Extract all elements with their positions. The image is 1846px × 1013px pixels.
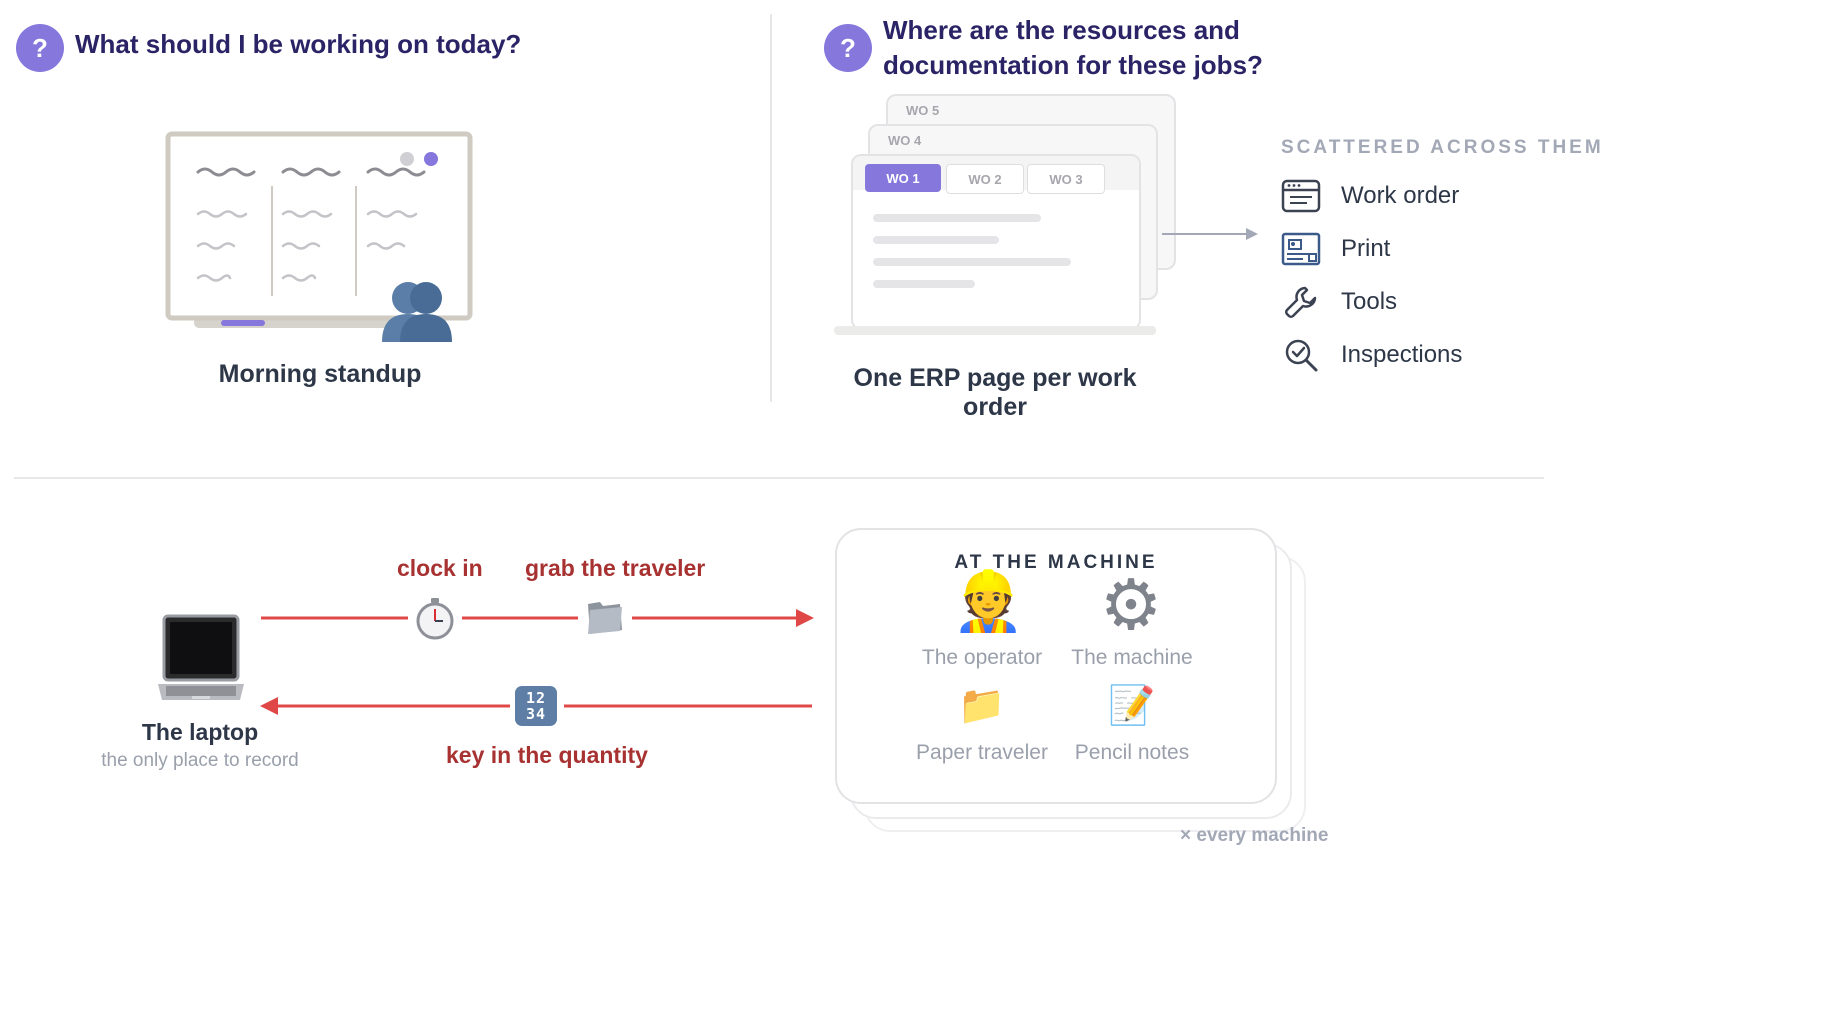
step-clock-in-label: clock in <box>397 555 483 581</box>
step-quantity-label: key in the quantity <box>446 742 648 768</box>
step-traveler-label: grab the traveler <box>525 555 706 581</box>
people-icon <box>382 282 452 342</box>
scattered-title: SCATTERED ACROSS THEM <box>1281 137 1604 158</box>
operator-label: The operator <box>921 646 1043 669</box>
resource-inspections: Inspections <box>1279 335 1462 375</box>
erp-page-stack: WO 5 WO 4 WO 1 WO 2 WO 3 <box>834 92 1176 342</box>
resource-label: Inspections <box>1341 341 1463 368</box>
stopwatch-icon <box>416 598 454 640</box>
pencil-notes-label: Pencil notes <box>1074 741 1190 764</box>
erp-to-resources-arrow <box>1162 228 1258 240</box>
question-right-line2: documentation for these jobs? <box>883 50 1263 80</box>
horizontal-divider <box>14 477 1544 479</box>
resource-label: Tools <box>1341 288 1398 315</box>
tab-wo3[interactable]: WO 3 <box>1027 164 1105 194</box>
laptop-icon <box>158 614 244 700</box>
machine-card: AT THE MACHINE 👷 The operator ⚙ The mach… <box>835 528 1277 804</box>
operator-icon: 👷 <box>952 567 1025 635</box>
tab-wo1[interactable]: WO 1 <box>865 164 941 192</box>
work-order-icon <box>1279 176 1323 216</box>
resource-tools: Tools <box>1279 282 1397 322</box>
erp-page-front: WO 1 WO 2 WO 3 <box>851 154 1141 330</box>
resource-print: Print <box>1279 229 1390 269</box>
paper-traveler-icon: 📁 <box>958 683 1006 727</box>
numbers-icon: 1234 <box>515 686 557 726</box>
question-badge-right: ? <box>824 24 872 72</box>
whiteboard-illustration <box>165 131 473 342</box>
content-line <box>873 258 1071 266</box>
resource-work-order: Work order <box>1279 176 1459 216</box>
question-right: Where are the resources and documentatio… <box>883 13 1263 83</box>
laptop-title: The laptop <box>141 719 259 745</box>
erp-caption: One ERP page per work order <box>853 364 1137 421</box>
question-right-line1: Where are the resources and <box>883 15 1240 45</box>
print-icon <box>1279 229 1323 269</box>
content-line <box>873 280 975 288</box>
every-machine-note: × every machine <box>1180 825 1329 846</box>
machine-label: The machine <box>1071 646 1193 669</box>
return-arrow <box>260 697 812 715</box>
standup-caption: Morning standup <box>218 360 422 388</box>
question-left: What should I be working on today? <box>75 29 522 59</box>
machine-title: AT THE MACHINE <box>954 552 1158 573</box>
gear-icon: ⚙ <box>1099 564 1163 646</box>
folder-icon <box>588 602 622 634</box>
inspection-icon <box>1279 335 1323 375</box>
resource-label: Print <box>1341 235 1391 262</box>
paper-traveler-label: Paper traveler <box>916 741 1048 764</box>
laptop-subtitle: the only place to record <box>101 750 299 771</box>
outbound-arrow <box>261 609 814 627</box>
vertical-divider <box>770 14 772 402</box>
tab-wo4[interactable]: WO 4 <box>888 133 922 148</box>
content-line <box>873 214 1041 222</box>
tab-wo2[interactable]: WO 2 <box>946 164 1024 194</box>
erp-base-shadow <box>834 326 1156 335</box>
resource-label: Work order <box>1341 182 1460 209</box>
wrench-icon <box>1279 282 1323 322</box>
question-badge-left: ? <box>16 24 64 72</box>
pencil-notes-icon: 📝 <box>1108 683 1156 727</box>
content-line <box>873 236 999 244</box>
tab-wo5[interactable]: WO 5 <box>906 103 940 118</box>
